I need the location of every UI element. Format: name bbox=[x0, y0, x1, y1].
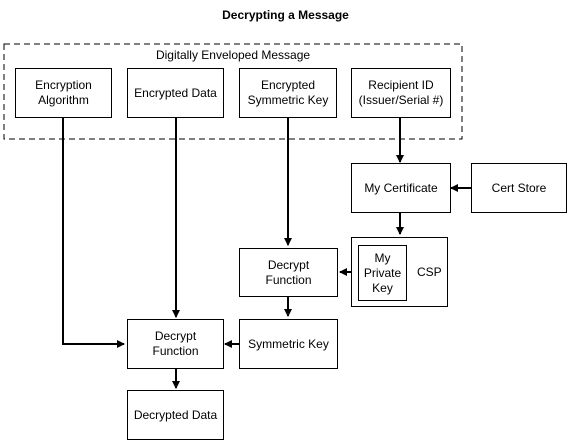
edge-algorithm-to-decrypt-data bbox=[62, 118, 125, 348]
csp-label: CSP bbox=[417, 265, 442, 279]
decrypt-function-data-node: Decrypt Function bbox=[127, 319, 224, 369]
encrypted-data-node: Encrypted Data bbox=[127, 68, 224, 118]
diagram-title: Decrypting a Message bbox=[222, 8, 349, 22]
symmetric-key-node: Symmetric Key bbox=[239, 319, 338, 369]
encrypted-symmetric-key-node: Encrypted Symmetric Key bbox=[239, 68, 337, 118]
encryption-algorithm-node: Encryption Algorithm bbox=[15, 68, 112, 118]
cert-store-node: Cert Store bbox=[471, 163, 567, 213]
my-private-key-node: My Private Key bbox=[358, 245, 407, 301]
enveloped-message-label: Digitally Enveloped Message bbox=[155, 48, 311, 62]
decrypt-function-key-node: Decrypt Function bbox=[239, 248, 338, 297]
decrypted-data-node: Decrypted Data bbox=[127, 390, 224, 440]
recipient-id-node: Recipient ID (Issuer/Serial #) bbox=[351, 68, 451, 118]
my-certificate-node: My Certificate bbox=[351, 163, 451, 213]
enveloped-message-group bbox=[3, 43, 463, 140]
